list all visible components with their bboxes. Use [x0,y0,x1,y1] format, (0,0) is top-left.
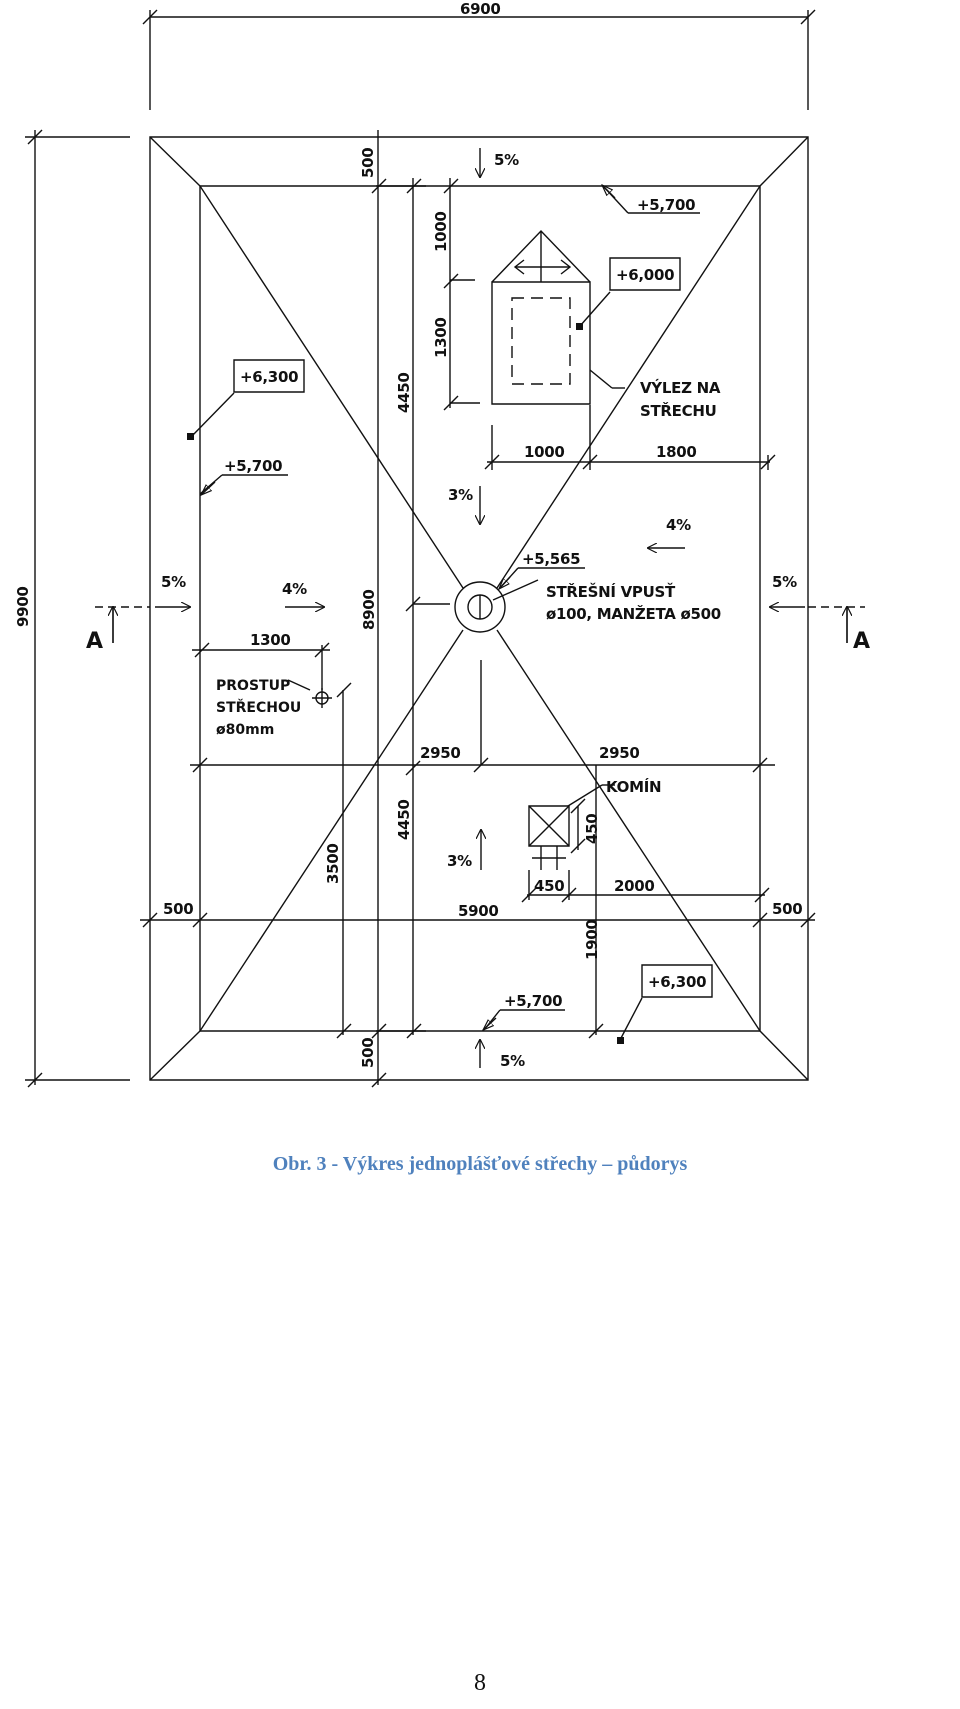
level-upper-left: +6,300 [240,368,298,386]
level-box [234,360,304,392]
label-hatch-2: STŘECHU [640,401,716,420]
level-drain: +5,565 [522,550,580,568]
figure-caption: Obr. 3 - Výkres jednoplášťové střechy – … [272,1153,688,1175]
dim-8900: 8900 [360,589,378,630]
level-lower-right: +6,300 [648,973,706,991]
label-drain-2: ø100, MANŽETA ø500 [546,604,721,623]
slope-bottom: 5% [500,1052,525,1070]
roof-drain [455,582,505,632]
dim-6900: 6900 [460,0,501,18]
dim-2000: 2000 [614,877,655,895]
dim-450-vertical: 450 [583,814,601,844]
dim-4450-lower: 4450 [395,799,413,840]
slope-right-outer: 5% [772,573,797,591]
dim-1000-hatch: 1000 [524,443,565,461]
level-bottom: +5,700 [504,992,562,1010]
slope-left-inner: 4% [282,580,307,598]
valley-line [497,186,760,588]
valley-line [497,630,760,1031]
roof-outer-outline [150,137,808,1080]
section-mark-right: A [853,629,870,654]
dim-4450-upper: 4450 [395,372,413,413]
section-mark-left: A [86,629,103,654]
dim-500-bottom: 500 [359,1038,377,1068]
label-drain-1: STŘEŠNÍ VPUSŤ [546,582,676,601]
slope-top: 5% [494,151,519,169]
level-hatch: +6,000 [616,266,674,284]
dim-450-horizontal: 450 [534,877,564,895]
valley-line [200,630,463,1031]
level-upper-right: +5,700 [637,196,695,214]
dim-500-right: 500 [772,900,802,918]
level-box [642,965,712,997]
dim-1300-upper: 1300 [432,317,450,358]
dim-2950-right: 2950 [599,744,640,762]
roof-plan-drawing: 6900 9900 500 1000 1300 4450 8900 4450 3… [14,0,870,1130]
slope-left-outer: 5% [161,573,186,591]
slope-right-inner: 4% [666,516,691,534]
valley-line [200,186,463,588]
dim-1800-hatch: 1800 [656,443,697,461]
label-penetration-3: ø80mm [216,722,274,738]
chimney [529,806,569,846]
dim-2950-left: 2950 [420,744,461,762]
label-chimney: KOMÍN [606,777,661,796]
label-penetration-2: STŘECHOU [216,699,301,716]
dim-1900: 1900 [583,919,601,960]
dim-3500: 3500 [324,843,342,884]
dim-5900: 5900 [458,902,499,920]
level-box [610,258,680,290]
page-number: 8 [474,1670,486,1696]
dim-500-top: 500 [359,148,377,178]
slope-center-lower: 3% [447,852,472,870]
dim-1000-upper: 1000 [432,211,450,252]
dim-1300-pen: 1300 [250,631,291,649]
level-left-edge: +5,700 [224,457,282,475]
dim-500-left: 500 [163,900,193,918]
dim-9900: 9900 [14,586,32,627]
roof-hatch [492,282,590,404]
label-penetration-1: PROSTUP [216,678,290,694]
slope-center-upper: 3% [448,486,473,504]
label-hatch-1: VÝLEZ NA [640,378,721,397]
